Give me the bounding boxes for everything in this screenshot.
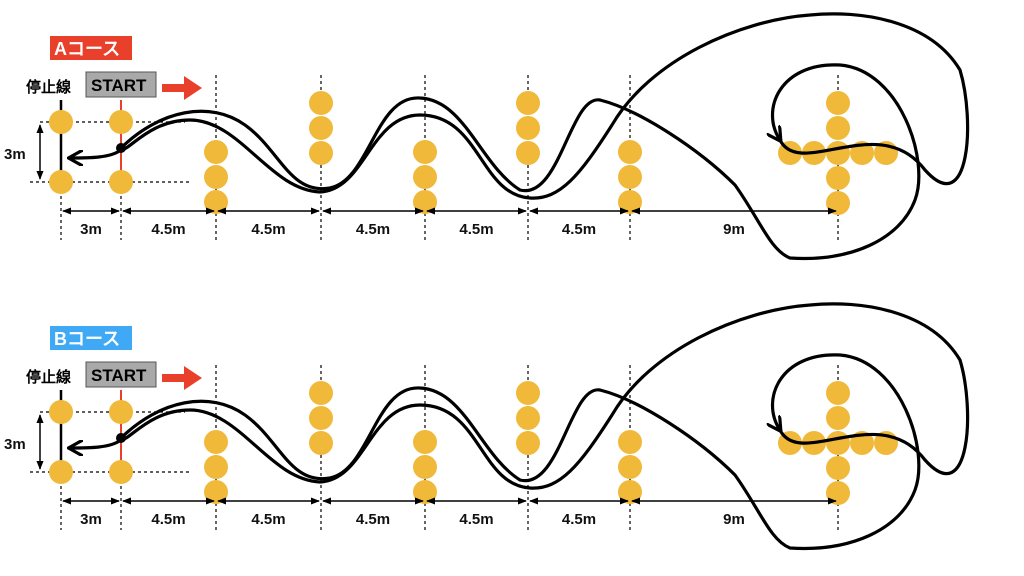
- cone: [826, 91, 850, 115]
- dimension-label: 4.5m: [459, 511, 493, 528]
- route-return: [70, 302, 970, 490]
- cone: [826, 406, 850, 430]
- dimension-label: 3m: [80, 221, 102, 238]
- cone: [309, 141, 333, 165]
- start-box: [85, 361, 157, 388]
- cone: [413, 140, 437, 164]
- cone: [618, 165, 642, 189]
- cone: [49, 170, 73, 194]
- cone: [49, 460, 73, 484]
- course-label: Aコース: [54, 39, 120, 59]
- cone: [109, 110, 133, 134]
- route-outbound: [119, 63, 921, 261]
- cone: [309, 431, 333, 455]
- cone: [826, 431, 850, 455]
- cone: [826, 141, 850, 165]
- cone: [109, 170, 133, 194]
- direction-arrow-icon: [162, 76, 202, 100]
- course-label-bg: [50, 36, 132, 60]
- start-label: START: [91, 366, 147, 385]
- dimension-label: 4.5m: [251, 511, 285, 528]
- cone: [826, 116, 850, 140]
- route-return: [70, 12, 970, 200]
- dimension-label: 9m: [723, 221, 745, 238]
- cone: [413, 455, 437, 479]
- cone: [516, 381, 540, 405]
- start-label: START: [91, 76, 147, 95]
- dimension-label: 9m: [723, 511, 745, 528]
- dimension-label: 4.5m: [562, 221, 596, 238]
- dimension-label: 4.5m: [356, 511, 390, 528]
- dimension-label: 4.5m: [251, 221, 285, 238]
- cone: [309, 116, 333, 140]
- cone: [516, 116, 540, 140]
- cone: [516, 141, 540, 165]
- dimension-label: 4.5m: [562, 511, 596, 528]
- course-label-bg: [50, 326, 132, 350]
- route-outbound: [119, 353, 921, 551]
- cone: [109, 460, 133, 484]
- height-label: 3m: [4, 146, 26, 163]
- cone: [204, 455, 228, 479]
- course-label: Bコース: [54, 329, 120, 349]
- cone: [49, 400, 73, 424]
- stop-line-label: 停止線: [26, 368, 71, 386]
- stop-line-label: 停止線: [26, 78, 71, 96]
- cone: [309, 381, 333, 405]
- start-point: [116, 143, 126, 153]
- dimension-label: 4.5m: [459, 221, 493, 238]
- course-a: Aコース 停止線 START 3m 3m 4.5m 4.5m 4.5m 4.5m 4.5m…: [4, 12, 970, 261]
- cone: [618, 140, 642, 164]
- dimension-label: 4.5m: [151, 221, 185, 238]
- direction-arrow-icon: [162, 366, 202, 390]
- start-box: [85, 71, 157, 98]
- cone: [413, 430, 437, 454]
- dimension-label: 4.5m: [356, 221, 390, 238]
- cone: [826, 456, 850, 480]
- cone: [516, 406, 540, 430]
- cone: [204, 140, 228, 164]
- cone: [204, 165, 228, 189]
- cone: [204, 430, 228, 454]
- cone: [109, 400, 133, 424]
- cone: [49, 110, 73, 134]
- dimension-label: 4.5m: [151, 511, 185, 528]
- dimension-label: 3m: [80, 511, 102, 528]
- cone: [413, 165, 437, 189]
- cone: [826, 381, 850, 405]
- cone: [516, 91, 540, 115]
- cone: [618, 430, 642, 454]
- cone: [516, 431, 540, 455]
- cone: [618, 455, 642, 479]
- cone: [309, 91, 333, 115]
- cone: [826, 166, 850, 190]
- cone: [309, 406, 333, 430]
- start-point: [116, 433, 126, 443]
- height-label: 3m: [4, 436, 26, 453]
- course-b: Bコース 停止線 START 3m 3m 4.5m 4.5m 4.5m 4.5m 4.5m…: [4, 302, 970, 551]
